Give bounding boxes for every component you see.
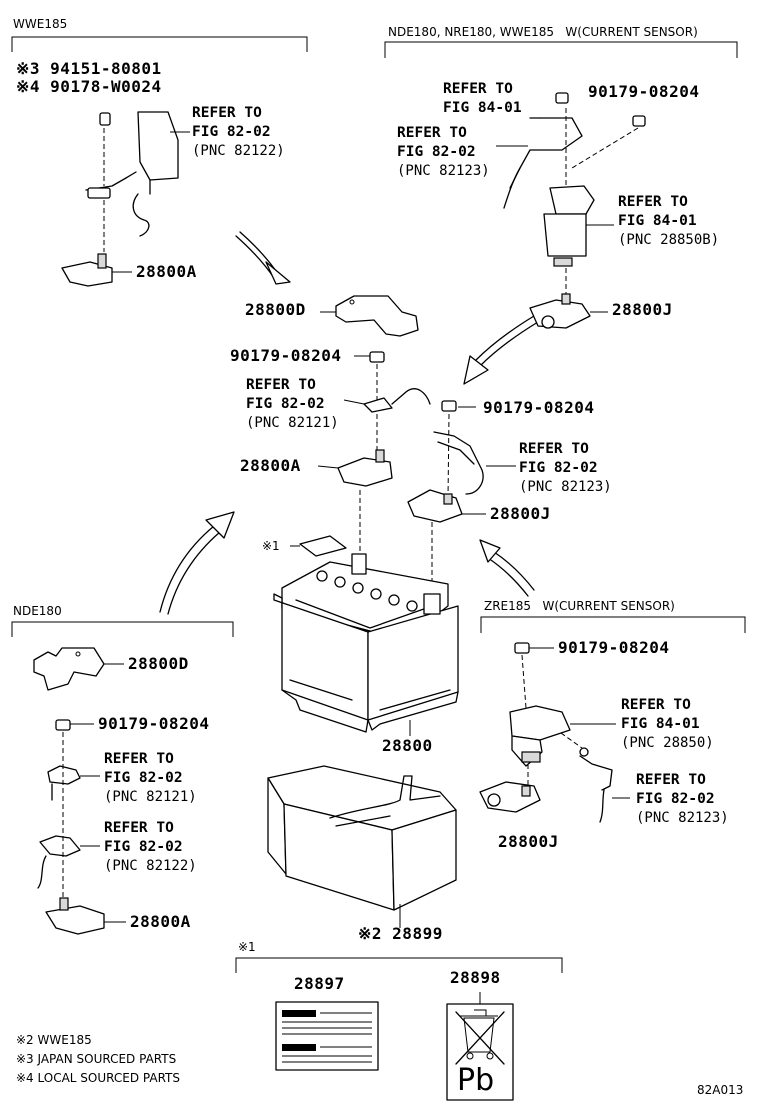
- part-28800J-top-right: 28800J: [612, 300, 673, 319]
- arrow-mid-right-up: [479, 539, 535, 597]
- mid-right-nut: [514, 642, 583, 749]
- center-cover-28800D: [320, 295, 419, 337]
- battery-tray-28899: [267, 765, 457, 928]
- ref-mid-right-a1[interactable]: REFER TO: [621, 697, 691, 713]
- ref-mid-right-b1[interactable]: REFER TO: [636, 772, 706, 788]
- ref-top-left-1[interactable]: REFER TO: [192, 105, 262, 121]
- part-nut-mid-right: 90179-08204: [558, 638, 670, 657]
- section-header-labels: ※1: [238, 940, 256, 954]
- part-nut-center-right: 90179-08204: [483, 398, 595, 417]
- section-header-nde180: NDE180: [13, 604, 62, 618]
- pb-mark: Pb: [457, 1063, 495, 1098]
- ref-mid-right-a3: (PNC 28850): [621, 735, 714, 751]
- part-28898-recycle-label: 28898: [450, 968, 501, 987]
- arrow-top-right-to-center: [463, 315, 539, 385]
- note-japan-sourced: ※3 JAPAN SOURCED PARTS: [16, 1052, 177, 1066]
- part-28800A-center: 28800A: [240, 456, 301, 475]
- part-28800D-center: 28800D: [245, 300, 306, 319]
- part-28800A-top-left: 28800A: [136, 262, 197, 281]
- part-28800-battery: 28800: [382, 736, 433, 755]
- mid-left-nut: [55, 719, 94, 914]
- ref-center-right-1[interactable]: REFER TO: [519, 441, 589, 457]
- section-bracket-labels: [235, 957, 563, 973]
- mid-left-cover-28800D: [33, 647, 124, 691]
- mid-left-cable-82121: [47, 765, 100, 801]
- ref-mid-left-a2[interactable]: FIG 82-02: [104, 770, 183, 786]
- ref-top-right-a1[interactable]: REFER TO: [443, 81, 513, 97]
- label-mark-1: ※1: [262, 539, 280, 553]
- part-nut-mid-left: 90179-08204: [98, 714, 210, 733]
- ref-center-3: (PNC 82121): [246, 415, 339, 431]
- mid-left-cable-82122: [37, 835, 100, 889]
- ref-mid-left-b1[interactable]: REFER TO: [104, 820, 174, 836]
- ref-top-left-3: (PNC 82122): [192, 143, 285, 159]
- bolt-part-local: ※4 90178-W0024: [16, 77, 162, 96]
- ref-top-left-2[interactable]: FIG 82-02: [192, 124, 271, 140]
- label-sticker-1: [290, 535, 347, 557]
- bolt-part-japan: ※3 94151-80801: [16, 59, 162, 78]
- ref-top-right-c2[interactable]: FIG 84-01: [618, 213, 697, 229]
- section-header-zre185: ZRE185 W(CURRENT SENSOR): [484, 599, 675, 613]
- center-nut: [354, 351, 385, 400]
- top-right-sensor-assembly: [503, 92, 646, 296]
- mid-left-terminal-28800A: [45, 897, 126, 935]
- figure-id: 82A013: [697, 1083, 744, 1097]
- ref-mid-left-b2[interactable]: FIG 82-02: [104, 839, 183, 855]
- ref-mid-right-a2[interactable]: FIG 84-01: [621, 716, 700, 732]
- part-28800A-mid-left: 28800A: [130, 912, 191, 931]
- part-28800D-mid-left: 28800D: [128, 654, 189, 673]
- ref-mid-left-b3: (PNC 82122): [104, 858, 197, 874]
- ref-mid-right-b3: (PNC 82123): [636, 810, 729, 826]
- note-wwe185: ※2 WWE185: [16, 1033, 92, 1047]
- section-bracket-mid-left: [11, 621, 234, 637]
- mid-right-cable-82123: [579, 747, 630, 823]
- part-nut-center: 90179-08204: [230, 346, 342, 365]
- ref-top-right-b2[interactable]: FIG 82-02: [397, 144, 476, 160]
- ref-mid-left-a3: (PNC 82121): [104, 789, 197, 805]
- section-header-current-sensor: NDE180, NRE180, WWE185 W(CURRENT SENSOR): [388, 25, 698, 39]
- caution-label-28897: [275, 1001, 379, 1071]
- ref-top-right-c3: (PNC 28850B): [618, 232, 720, 248]
- ref-center-right-3: (PNC 82123): [519, 479, 612, 495]
- top-right-terminal-28800J: [529, 293, 608, 329]
- part-28897-caution-label: 28897: [294, 974, 345, 993]
- ref-top-right-a2[interactable]: FIG 84-01: [443, 100, 522, 116]
- mid-right-terminal-28800J: [479, 781, 541, 813]
- center-dashed-guides: [359, 490, 433, 590]
- note-local-sourced: ※4 LOCAL SOURCED PARTS: [16, 1071, 180, 1085]
- recycle-label-28898: [446, 992, 514, 1101]
- ref-mid-right-b2[interactable]: FIG 82-02: [636, 791, 715, 807]
- section-bracket-mid-right: [480, 616, 746, 633]
- part-28899-tray: ※2 28899: [358, 924, 443, 943]
- arrow-top-left-to-center: [235, 231, 291, 285]
- center-cable-82121: [343, 388, 431, 460]
- ref-center-2[interactable]: FIG 82-02: [246, 396, 325, 412]
- center-terminal-28800A: [317, 449, 393, 487]
- center-right-cable-82123: [433, 400, 516, 499]
- section-bracket-top-right: [384, 41, 738, 58]
- part-28800J-mid-right: 28800J: [498, 832, 559, 851]
- ref-center-right-2[interactable]: FIG 82-02: [519, 460, 598, 476]
- ref-top-right-b3: (PNC 82123): [397, 163, 490, 179]
- section-header-wwe185: WWE185: [13, 17, 68, 31]
- ref-center-1[interactable]: REFER TO: [246, 377, 316, 393]
- battery-28800: [273, 553, 459, 736]
- center-terminal-28800J: [407, 489, 486, 523]
- part-28800J-center: 28800J: [490, 504, 551, 523]
- top-left-sensor-cable: [85, 111, 179, 252]
- section-bracket-top-left: [11, 36, 308, 52]
- ref-top-right-b1[interactable]: REFER TO: [397, 125, 467, 141]
- top-left-terminal-28800A: [61, 253, 132, 287]
- mid-right-sensor-28850: [509, 705, 616, 786]
- ref-top-right-c1[interactable]: REFER TO: [618, 194, 688, 210]
- arrow-mid-left-up: [159, 511, 235, 615]
- part-nut-top-right: 90179-08204: [588, 82, 700, 101]
- ref-mid-left-a1[interactable]: REFER TO: [104, 751, 174, 767]
